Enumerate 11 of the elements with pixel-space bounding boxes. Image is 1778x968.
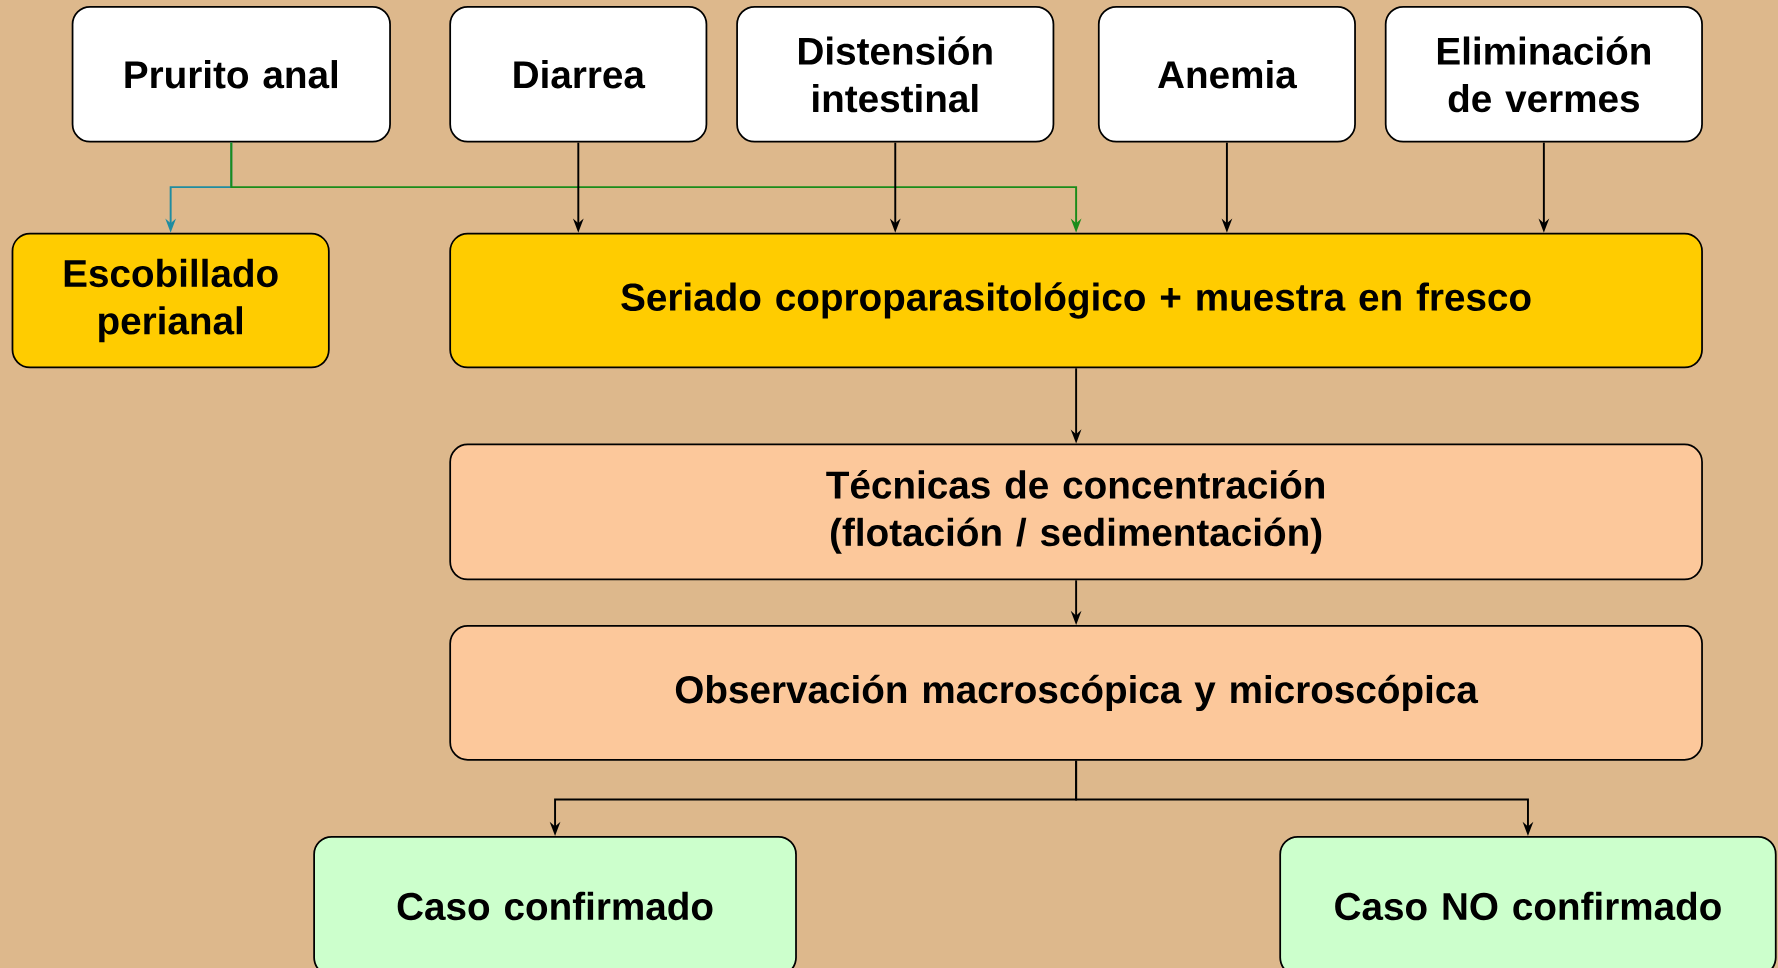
process-box: Observación macroscópica y microscópica (449, 625, 1703, 761)
symptom-box: Eliminación de vermes (1384, 5, 1703, 143)
test-box: Escobillado perianal (11, 232, 330, 369)
result-box: Caso NO confirmado (1279, 835, 1777, 968)
result-box: Caso confirmado (313, 835, 797, 968)
symptom-box: Diarrea (449, 5, 708, 143)
symptom-box: Anemia (1097, 5, 1356, 143)
symptom-box: Distensión intestinal (736, 5, 1055, 143)
test-box: Seriado coproparasitológico + muestra en fresco (449, 232, 1703, 369)
process-box: Técnicas de concentración (flotación / sedimentación) (449, 443, 1703, 581)
symptom-box: Prurito anal (71, 5, 391, 143)
